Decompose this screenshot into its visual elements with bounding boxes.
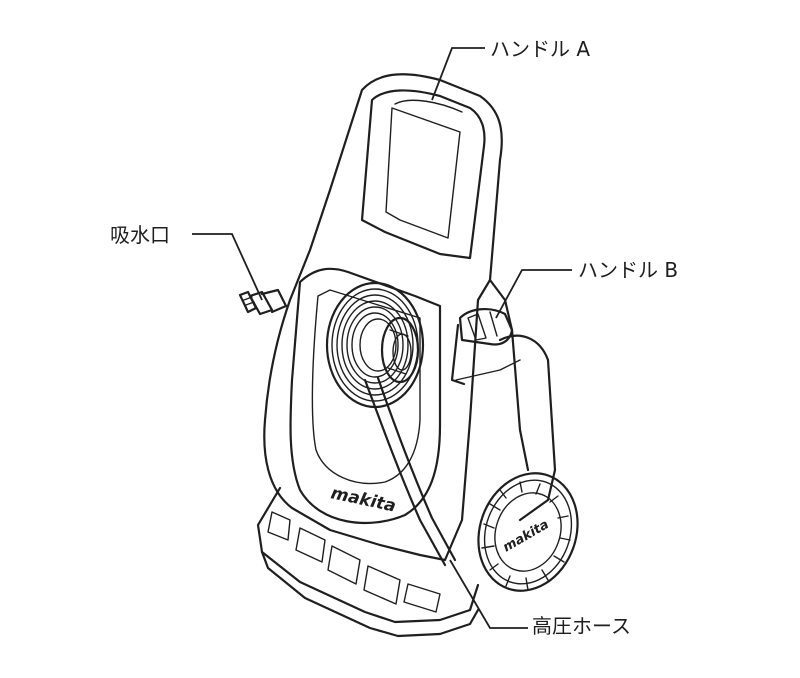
leader-hose <box>449 559 528 629</box>
water-inlet[interactable] <box>238 288 288 316</box>
high-pressure-hose-label: 高圧ホース <box>532 614 631 638</box>
front-makita-logo: makita <box>329 483 398 516</box>
leader-handle-b <box>495 269 572 319</box>
side-handle[interactable] <box>450 308 514 386</box>
hose-reel <box>325 281 457 567</box>
leader-handle-a <box>431 47 485 101</box>
leader-lines <box>192 47 572 629</box>
reel-housing <box>455 334 557 522</box>
handle-b-label: ハンドル B <box>578 258 679 282</box>
main-body <box>263 73 530 562</box>
base-foot <box>256 486 480 638</box>
handle-a-label: ハンドル A <box>490 37 591 61</box>
reel-crank-wheel[interactable]: makita <box>462 459 593 605</box>
reel-makita-logo: makita <box>501 517 552 555</box>
water-inlet-label: 吸水口 <box>110 223 170 247</box>
leader-water-inlet <box>192 233 263 301</box>
